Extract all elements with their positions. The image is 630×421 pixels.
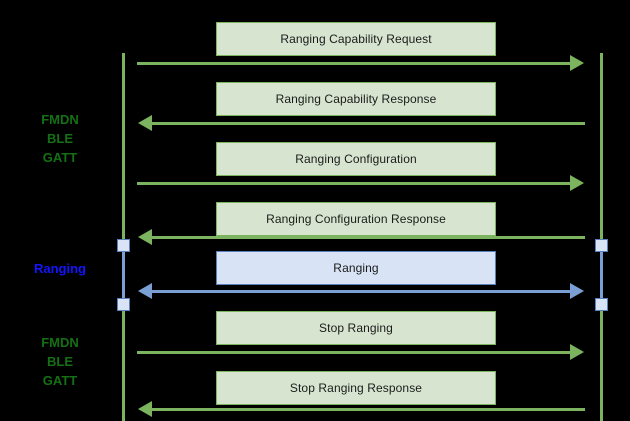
message-label: Stop Ranging Response xyxy=(289,381,423,395)
message-arrowhead-left-stop-ranging-response xyxy=(138,401,152,417)
side-label-ranging-phase: Ranging xyxy=(8,259,112,278)
message-box-ranging-capability-response: Ranging Capability Response xyxy=(216,82,496,116)
left-lifeline-ranging-activation-bar xyxy=(122,245,125,305)
message-arrow-line-ranging xyxy=(152,290,571,293)
right-lifeline-ranging-activation-bar xyxy=(600,245,603,305)
side-label-fmdn-ble-gatt-bottom: FMDN BLE GATT xyxy=(8,333,112,390)
message-arrow-line-ranging-capability-request xyxy=(137,62,571,65)
message-arrow-line-ranging-capability-response xyxy=(152,122,585,125)
left-lifeline-upper xyxy=(122,53,125,245)
message-label: Ranging Capability Response xyxy=(275,92,437,106)
side-label-line-ble: BLE xyxy=(47,131,73,146)
message-arrowhead-left-ranging-capability-response xyxy=(138,115,152,131)
message-arrowhead-left-ranging xyxy=(138,283,152,299)
left-lifeline-lower xyxy=(122,305,125,421)
message-label: Ranging xyxy=(333,261,379,275)
side-label-line-fmdn: FMDN xyxy=(41,112,79,127)
message-arrow-line-ranging-configuration xyxy=(137,182,571,185)
message-box-ranging-configuration: Ranging Configuration xyxy=(216,142,496,176)
side-label-line-gatt-2: GATT xyxy=(42,373,78,388)
message-label: Stop Ranging xyxy=(319,321,393,335)
right-activation-end-square xyxy=(595,298,608,311)
message-box-ranging-capability-request: Ranging Capability Request xyxy=(216,22,496,56)
message-arrowhead-right-ranging-capability-request xyxy=(570,55,584,71)
message-label: Ranging Configuration Response xyxy=(266,212,446,226)
message-arrow-line-stop-ranging-response xyxy=(152,408,585,411)
left-activation-end-square xyxy=(117,298,130,311)
message-arrowhead-right-ranging xyxy=(570,283,584,299)
left-activation-start-square xyxy=(117,239,130,252)
right-lifeline-lower xyxy=(600,305,603,421)
message-arrowhead-right-ranging-configuration xyxy=(570,175,584,191)
message-box-stop-ranging-response: Stop Ranging Response xyxy=(216,371,496,405)
message-label: Ranging Configuration xyxy=(295,152,417,166)
message-box-ranging-configuration-response: Ranging Configuration Response xyxy=(216,202,496,236)
message-label: Ranging Capability Request xyxy=(280,32,432,46)
side-label-fmdn-ble-gatt-top: FMDN BLE GATT xyxy=(8,110,112,167)
message-arrow-line-stop-ranging xyxy=(137,351,571,354)
side-label-line-gatt: GATT xyxy=(42,150,78,165)
message-box-stop-ranging: Stop Ranging xyxy=(216,311,496,345)
right-activation-start-square xyxy=(595,239,608,252)
message-arrow-line-ranging-configuration-response xyxy=(152,236,585,239)
side-label-line-fmdn-2: FMDN xyxy=(41,335,79,350)
side-label-line-ble-2: BLE xyxy=(47,354,73,369)
message-arrowhead-right-stop-ranging xyxy=(570,344,584,360)
right-lifeline-upper xyxy=(600,53,603,245)
side-label-line-ranging: Ranging xyxy=(34,261,86,276)
message-arrowhead-left-ranging-configuration-response xyxy=(138,229,152,245)
message-box-ranging: Ranging xyxy=(216,251,496,285)
